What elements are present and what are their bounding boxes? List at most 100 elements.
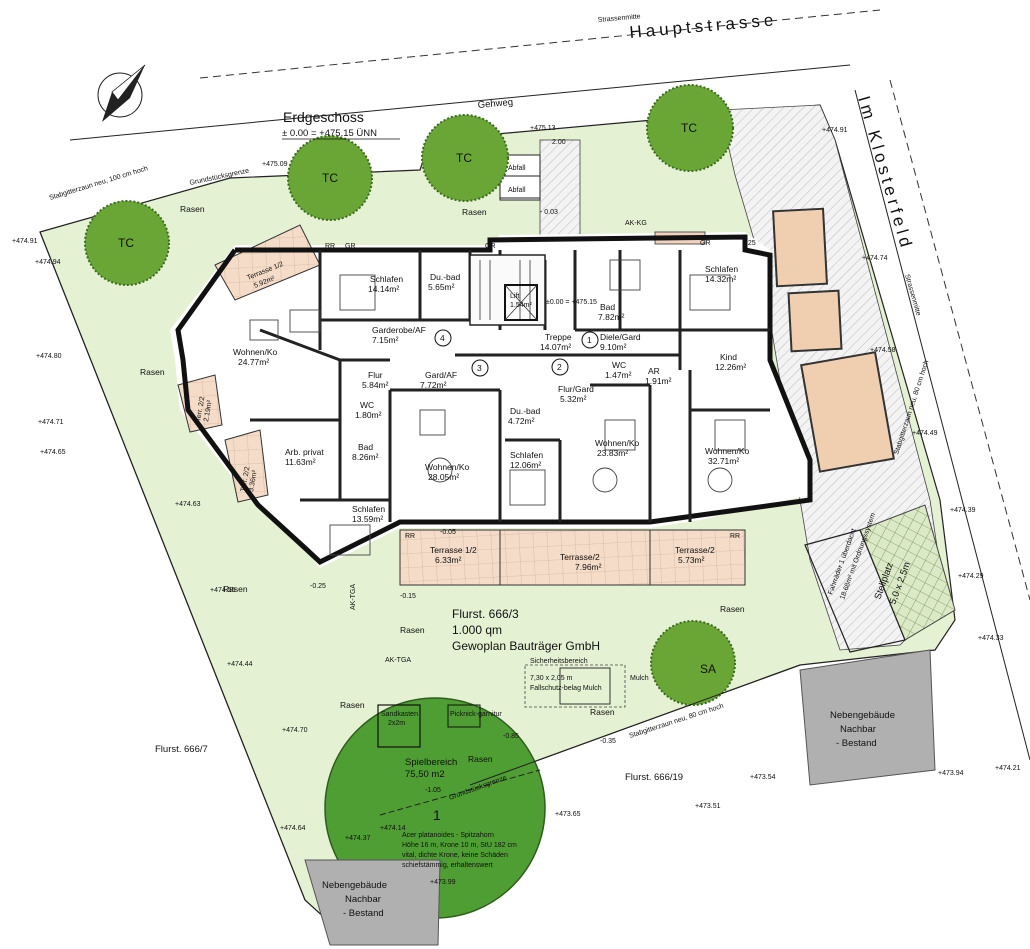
svg-text:1.25: 1.25 — [742, 240, 756, 247]
svg-text:+474.80: +474.80 — [36, 353, 62, 360]
neighbor-building-right-title: Nebengebäude — [830, 710, 895, 721]
parcel-name: Flurst. 666/3 — [452, 607, 519, 621]
furniture — [249, 259, 746, 556]
svg-text:Wohnen/Ko: Wohnen/Ko — [425, 462, 470, 472]
svg-text:+473.99: +473.99 — [430, 879, 456, 886]
safety-area-surface: Fallschutz-belag Mulch — [530, 685, 602, 692]
unit-number: 4 — [440, 333, 445, 343]
svg-text:Schlafen: Schlafen — [510, 450, 543, 460]
swing — [559, 667, 611, 705]
svg-text:Schlafen: Schlafen — [352, 504, 385, 514]
svg-text:1.80m²: 1.80m² — [355, 410, 382, 420]
tree-label: TC — [681, 121, 697, 135]
svg-text:7.72m²: 7.72m² — [420, 380, 447, 390]
boundary-lines — [39, 231, 801, 901]
mulch-label: Mulch — [630, 675, 649, 682]
picnic-table — [447, 704, 481, 728]
lawn-label: Rasen — [340, 700, 365, 710]
svg-text:7.82m²: 7.82m² — [598, 312, 625, 322]
tree-label: TC — [322, 171, 338, 185]
terrace-left-2 — [224, 429, 269, 503]
svg-text:Du.-bad: Du.-bad — [430, 272, 461, 282]
big-tree-number: 1 — [433, 807, 441, 823]
svg-text:28.05m²: 28.05m² — [428, 472, 459, 482]
svg-text:5.32m²: 5.32m² — [560, 394, 587, 404]
street-hauptstrasse: Hauptstrasse — [629, 10, 778, 42]
svg-text:+474.63: +474.63 — [175, 501, 201, 508]
neighbor-building-right-status: - Bestand — [836, 738, 877, 749]
dimension-labels: 2.00 1.25 - 0.03 ±0.00 = +475.15 -0.25 -… — [310, 139, 756, 794]
svg-text:9.10m²: 9.10m² — [600, 342, 627, 352]
gr-label: GR — [345, 243, 356, 250]
floor-title: Erdgeschoss — [283, 109, 364, 125]
sandbox — [377, 704, 421, 748]
street-im-klosterfeld: Im Klosterfeld — [854, 94, 916, 253]
parcel-owner: Gewoplan Bauträger GmbH — [452, 639, 600, 653]
svg-text:2.00: 2.00 — [552, 139, 566, 146]
lawn-label: Rasen — [720, 604, 745, 614]
svg-text:+474.58: +474.58 — [870, 347, 896, 354]
svg-text:5.84m²: 5.84m² — [362, 380, 389, 390]
svg-text:+474.39: +474.39 — [950, 507, 976, 514]
svg-text:7.96m²: 7.96m² — [575, 562, 602, 572]
waste-area-2 — [499, 175, 541, 199]
sandbox-label: Sandkasten — [381, 711, 418, 718]
svg-text:Flur/Gard: Flur/Gard — [558, 384, 594, 394]
stair-core — [469, 254, 546, 326]
svg-text:Bad: Bad — [600, 302, 615, 312]
svg-text:5.65m²: 5.65m² — [428, 282, 455, 292]
terrace-left-1 — [177, 374, 223, 433]
tree-icon — [646, 84, 734, 172]
unit-marker — [551, 358, 569, 376]
neighbor-building-right — [799, 649, 936, 786]
gr-label: GR — [485, 243, 496, 250]
neighbor-building-left-owner: Nachbar — [345, 894, 381, 905]
svg-text:Terr. 2/2: Terr. 2/2 — [240, 466, 251, 492]
lawn-label: Rasen — [180, 204, 205, 214]
ak-tga-label: AK-TGA — [350, 584, 357, 610]
bike-shelter — [804, 529, 906, 653]
svg-text:Du.-bad: Du.-bad — [510, 406, 541, 416]
svg-text:Flur: Flur — [368, 370, 383, 380]
ak-kg-label: AK-KG — [625, 220, 647, 227]
svg-text:2.19m²: 2.19m² — [203, 399, 214, 422]
svg-text:14.14m²: 14.14m² — [368, 284, 399, 294]
svg-text:+474.55: +474.55 — [210, 587, 236, 594]
rr-label: RR — [730, 533, 740, 540]
svg-text:Treppe: Treppe — [545, 332, 572, 342]
terrace-bottom-3 — [649, 529, 746, 586]
svg-text:11.63m²: 11.63m² — [285, 457, 316, 467]
svg-text:-0.25: -0.25 — [310, 583, 326, 590]
gr-label: GR — [700, 240, 711, 247]
rr-label: RR — [405, 533, 415, 540]
entrance-path — [539, 139, 581, 241]
svg-text:+474.91: +474.91 — [822, 127, 848, 134]
svg-text:Wohnen/Ko: Wohnen/Ko — [595, 438, 640, 448]
svg-text:+475.13: +475.13 — [530, 125, 556, 132]
svg-text:Wohnen/Ko: Wohnen/Ko — [233, 347, 278, 357]
svg-text:+474.37: +474.37 — [345, 835, 371, 842]
big-tree-species: Acer platanoides - Spitzahorn — [402, 832, 494, 839]
svg-text:+474.94: +474.94 — [35, 259, 61, 266]
play-area-size: 75,50 m2 — [405, 769, 445, 780]
safety-area-label: Sicherheitsbereich — [530, 658, 588, 665]
waste-label: Abfall — [508, 165, 526, 172]
svg-text:1.47m²: 1.47m² — [605, 370, 632, 380]
unit-number: 3 — [477, 363, 482, 373]
svg-text:Lift: Lift — [510, 293, 519, 300]
svg-text:+473.65: +473.65 — [555, 811, 581, 818]
svg-text:Arb. privat: Arb. privat — [285, 447, 324, 457]
floor-level: ± 0.00 = +475.15 ÜNN — [282, 128, 377, 139]
svg-text:AR: AR — [648, 366, 660, 376]
big-tree-size: Höhe 16 m, Krone 10 m, StU 182 cm — [402, 842, 517, 849]
svg-text:13.59m²: 13.59m² — [352, 514, 383, 524]
lawn-label: Rasen — [400, 625, 425, 635]
svg-text:3.36m²: 3.36m² — [248, 469, 259, 492]
north-arrow-icon — [97, 64, 146, 122]
svg-text:32.71m²: 32.71m² — [708, 456, 739, 466]
parcel-area: 1.000 qm — [452, 623, 502, 637]
sidewalk-label: Gehweg — [477, 97, 513, 111]
terrace-bottom-1 — [399, 529, 501, 586]
terrace-bottom-2 — [499, 529, 651, 586]
svg-text:+474.91: +474.91 — [12, 238, 38, 245]
